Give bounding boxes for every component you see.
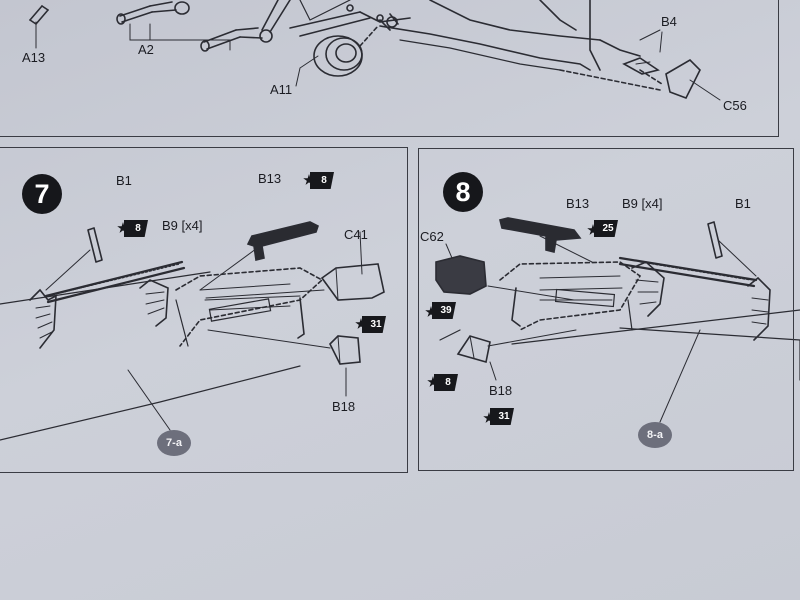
paint-badge-b13: 8 <box>310 172 334 189</box>
step-8-label-c62: C62 <box>420 229 444 244</box>
step-8-number: 8 <box>443 172 483 212</box>
step-8-label-b13: B13 <box>566 196 590 211</box>
paint-star-icon <box>355 318 367 329</box>
paint-badge-c41: 31 <box>362 316 386 333</box>
paint-badge-c62: 39 <box>432 302 456 319</box>
part-label-b4: B4 <box>661 14 677 29</box>
paint-star-icon <box>425 306 437 317</box>
step-8-label-b18: B18 <box>489 383 513 398</box>
sub-step-7a: 7-a <box>157 430 191 456</box>
part-label-c56: C56 <box>723 98 747 113</box>
step-8-label-b9: B9 [x4] <box>622 196 663 211</box>
part-label-a13: A13 <box>22 50 46 65</box>
paint-star-icon <box>117 222 129 233</box>
paint-badge-b13: 25 <box>594 220 618 237</box>
paint-star-icon <box>587 224 599 235</box>
part-label-a11: A11 <box>270 82 293 97</box>
step-7-label-c41: C41 <box>344 227 368 242</box>
top-panel-border <box>0 0 779 137</box>
paint-badge-b9: 8 <box>124 220 148 237</box>
step-7-label-b13: B13 <box>258 171 282 186</box>
step-7-panel <box>0 147 408 473</box>
paint-star-icon <box>483 412 495 423</box>
step-7-label-b9: B9 [x4] <box>162 218 203 233</box>
paint-badge-b18-below: 31 <box>490 408 514 425</box>
paint-star-icon <box>303 174 315 185</box>
step-8-label-b1: B1 <box>735 196 751 211</box>
step-8-panel <box>418 148 794 471</box>
paint-star-icon <box>427 376 439 387</box>
step-7-label-b18: B18 <box>332 399 356 414</box>
part-label-a2: A2 <box>138 42 154 57</box>
sub-step-8a: 8-a <box>638 422 672 448</box>
step-7-label-b1: B1 <box>116 173 132 188</box>
paint-badge-b18-left: 8 <box>434 374 458 391</box>
step-7-number: 7 <box>22 174 62 214</box>
